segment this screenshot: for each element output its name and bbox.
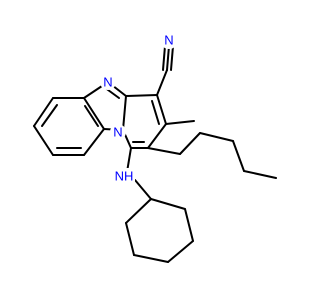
- bond-cy-5: [125, 222, 135, 256]
- bond-benz-d1: [41, 104, 58, 127]
- bond-pentyl-4: [232, 140, 245, 172]
- bond-pentyl-3: [199, 132, 234, 142]
- bond-c4-cn: [156, 69, 168, 96]
- bond-pentyl-1: [147, 147, 181, 155]
- bonds: [33, 45, 277, 263]
- nitrile-n-label: N: [164, 33, 173, 48]
- bond-nh-cy: [134, 179, 152, 200]
- bond-nitrile-1: [166, 45, 170, 71]
- bond-c9a-c4b: [83, 97, 105, 130]
- bond-c4-c3-double: [151, 100, 160, 125]
- amine-nitrogen: NH: [113, 168, 135, 184]
- bond-n-c4a: [122, 95, 127, 131]
- imidazole-nitrogen: N: [100, 74, 116, 90]
- ring-n-bridge-label: N: [113, 125, 122, 140]
- bond-benz-5: [83, 128, 105, 156]
- bond-cy-6: [125, 198, 152, 224]
- bond-pentyl-5: [243, 170, 277, 179]
- bond-c3-c2: [147, 123, 167, 149]
- bond-cy-2: [184, 208, 194, 242]
- bond-methyl: [165, 120, 195, 125]
- bond-cy-1: [150, 198, 186, 210]
- bond-c4-c3: [156, 94, 167, 125]
- bond-benz-d3: [84, 105, 99, 127]
- bond-cy-3: [167, 240, 194, 263]
- bond-benz-3: [33, 125, 54, 156]
- molecule-structure: N N N NH: [33, 31, 277, 263]
- molecule-canvas: N N N NH: [33, 31, 277, 263]
- bond-pentyl-2: [179, 132, 201, 155]
- bond-cy-4: [133, 254, 169, 263]
- bridgehead-nitrogen: N: [110, 124, 126, 140]
- bond-nitrile-2: [170, 45, 174, 71]
- nitrile-nitrogen: N: [160, 31, 178, 49]
- bond-benz-2: [33, 97, 54, 127]
- atom-labels: N N N NH: [100, 31, 178, 184]
- bond-nitrile-3: [162, 45, 166, 71]
- ring-n-top-label: N: [103, 75, 112, 90]
- bond-c4a-c4: [125, 94, 158, 97]
- amine-nh-label: NH: [115, 169, 134, 184]
